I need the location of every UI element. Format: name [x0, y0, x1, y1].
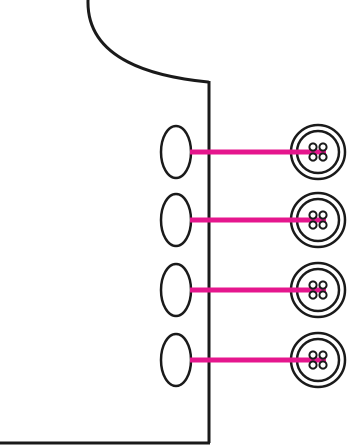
button-row: [159, 191, 347, 249]
buttonhole-icon: [159, 192, 193, 248]
button-hole-dot: [318, 210, 328, 220]
button-hole-dot: [308, 142, 318, 152]
button-row: [159, 331, 347, 389]
button-hole-dot: [318, 280, 328, 290]
buttonhole-icon: [159, 262, 193, 318]
button-rows: [159, 123, 347, 389]
collar-curve: [86, 0, 210, 84]
buttonhole-icon: [159, 124, 193, 180]
button-hole-dot: [308, 152, 318, 162]
button-hole-dot: [318, 220, 328, 230]
button-hole-dot: [308, 360, 318, 370]
button-hole-dot: [318, 152, 328, 162]
button-hole-dot: [308, 290, 318, 300]
button-row: [159, 261, 347, 319]
button-hole-dot: [318, 142, 328, 152]
button-hole-dot: [318, 360, 328, 370]
button-row: [159, 123, 347, 181]
button-hole-dot: [308, 210, 318, 220]
button-hole-dot: [308, 350, 318, 360]
button-hole-dot: [318, 350, 328, 360]
button-hole-dot: [308, 280, 318, 290]
shirt-placket: [0, 0, 211, 445]
button-hole-dot: [308, 220, 318, 230]
buttonhole-icon: [159, 332, 193, 388]
button-hole-dot: [318, 290, 328, 300]
